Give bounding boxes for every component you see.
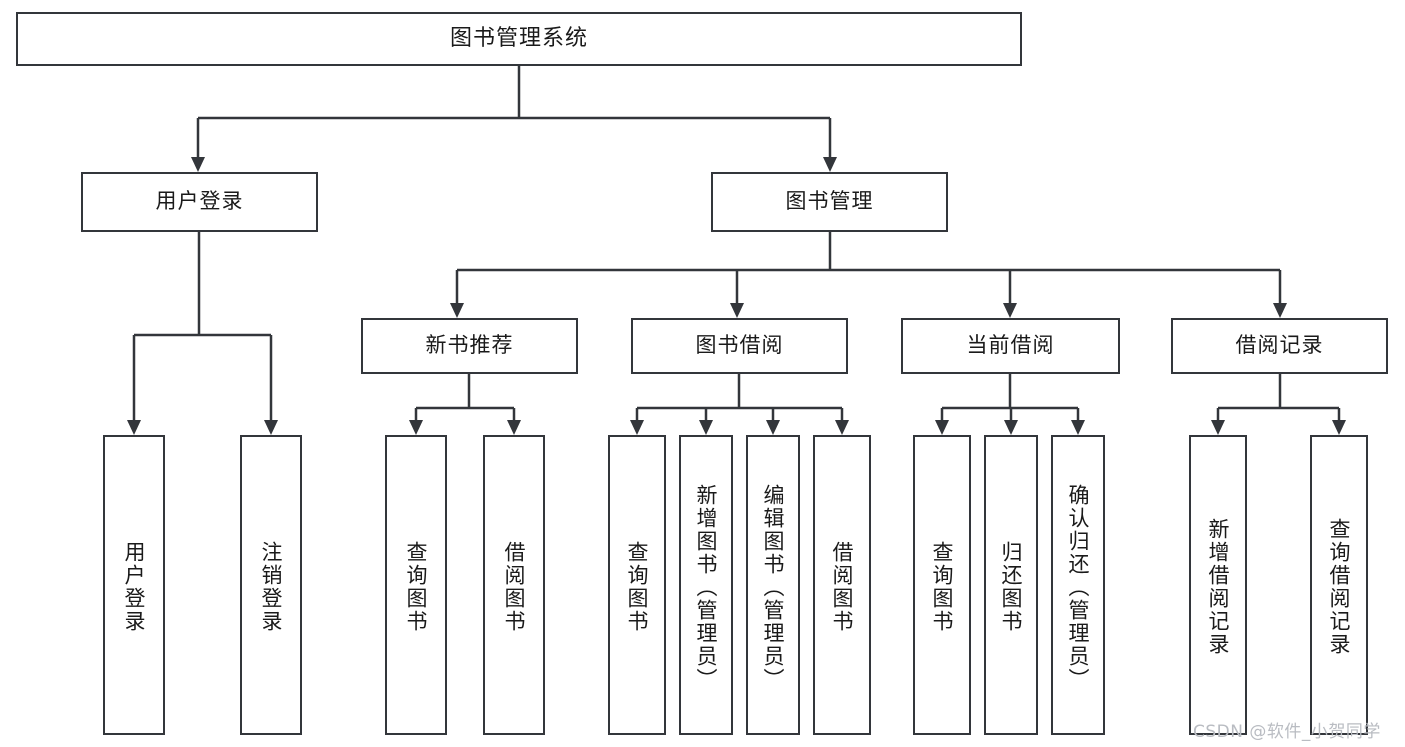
node-leaf-borrow-book-2[interactable]: 借阅图书 xyxy=(813,435,871,735)
node-leaf-add-record[interactable]: 新增借阅记录 xyxy=(1189,435,1247,735)
node-label: 借阅记录 xyxy=(1235,333,1324,358)
csdn-watermark: CSDN @软件_小贺同学 xyxy=(1193,722,1381,742)
arrow-book-borrow-icon xyxy=(730,303,744,318)
arrow-user-login-icon xyxy=(191,157,205,172)
node-label: 图书借阅 xyxy=(695,333,784,358)
arrow-leaf-borrow-1-icon xyxy=(507,420,521,435)
arrow-leaf-add-book-icon xyxy=(699,420,713,435)
node-book-borrow[interactable]: 图书借阅 xyxy=(631,318,848,374)
node-label: 查询图书 xyxy=(625,541,650,633)
node-label: 新增图书（管理员） xyxy=(694,483,719,691)
arrow-leaf-query-3-icon xyxy=(935,420,949,435)
arrow-leaf-query-2-icon xyxy=(630,420,644,435)
arrow-leaf-user-login-icon xyxy=(127,420,141,435)
arrow-borrow-record-icon xyxy=(1273,303,1287,318)
node-label: 查询借阅记录 xyxy=(1327,518,1352,656)
node-leaf-query-book-3[interactable]: 查询图书 xyxy=(913,435,971,735)
node-leaf-edit-book[interactable]: 编辑图书（管理员） xyxy=(746,435,800,735)
node-book-manage[interactable]: 图书管理 xyxy=(711,172,948,232)
arrow-current-borrow-icon xyxy=(1003,303,1017,318)
node-leaf-query-record[interactable]: 查询借阅记录 xyxy=(1310,435,1368,735)
node-label: 用户登录 xyxy=(155,189,244,214)
node-leaf-query-book-1[interactable]: 查询图书 xyxy=(385,435,447,735)
arrow-leaf-logout-icon xyxy=(264,420,278,435)
arrow-leaf-query-record-icon xyxy=(1332,420,1346,435)
node-leaf-confirm-return[interactable]: 确认归还（管理员） xyxy=(1051,435,1105,735)
node-label: 借阅图书 xyxy=(502,541,527,633)
node-leaf-logout[interactable]: 注销登录 xyxy=(240,435,302,735)
node-root[interactable]: 图书管理系统 xyxy=(16,12,1022,66)
node-user-login[interactable]: 用户登录 xyxy=(81,172,318,232)
node-label: 注销登录 xyxy=(259,541,284,633)
node-label: 当前借阅 xyxy=(966,333,1055,358)
arrow-leaf-add-record-icon xyxy=(1211,420,1225,435)
node-label: 新书推荐 xyxy=(425,333,514,358)
node-leaf-return-book[interactable]: 归还图书 xyxy=(984,435,1038,735)
node-leaf-query-book-2[interactable]: 查询图书 xyxy=(608,435,666,735)
node-label: 图书管理 xyxy=(785,189,874,214)
arrow-leaf-confirm-icon xyxy=(1071,420,1085,435)
arrow-leaf-edit-book-icon xyxy=(766,420,780,435)
node-new-book-rec[interactable]: 新书推荐 xyxy=(361,318,578,374)
node-label: 确认归还（管理员） xyxy=(1066,483,1091,691)
node-label: 新增借阅记录 xyxy=(1206,518,1231,656)
node-borrow-record[interactable]: 借阅记录 xyxy=(1171,318,1388,374)
arrow-book-manage-icon xyxy=(823,157,837,172)
arrow-leaf-query-1-icon xyxy=(409,420,423,435)
node-leaf-user-login[interactable]: 用户登录 xyxy=(103,435,165,735)
node-label: 图书管理系统 xyxy=(449,25,588,51)
node-label: 用户登录 xyxy=(122,541,147,633)
arrow-leaf-return-icon xyxy=(1004,420,1018,435)
arrow-leaf-borrow-2-icon xyxy=(835,420,849,435)
node-label: 编辑图书（管理员） xyxy=(761,483,786,691)
node-current-borrow[interactable]: 当前借阅 xyxy=(901,318,1120,374)
node-label: 归还图书 xyxy=(999,541,1024,633)
node-label: 查询图书 xyxy=(930,541,955,633)
node-leaf-add-book[interactable]: 新增图书（管理员） xyxy=(679,435,733,735)
node-leaf-borrow-book-1[interactable]: 借阅图书 xyxy=(483,435,545,735)
arrow-new-book-rec-icon xyxy=(450,303,464,318)
node-label: 查询图书 xyxy=(404,541,429,633)
node-label: 借阅图书 xyxy=(830,541,855,633)
